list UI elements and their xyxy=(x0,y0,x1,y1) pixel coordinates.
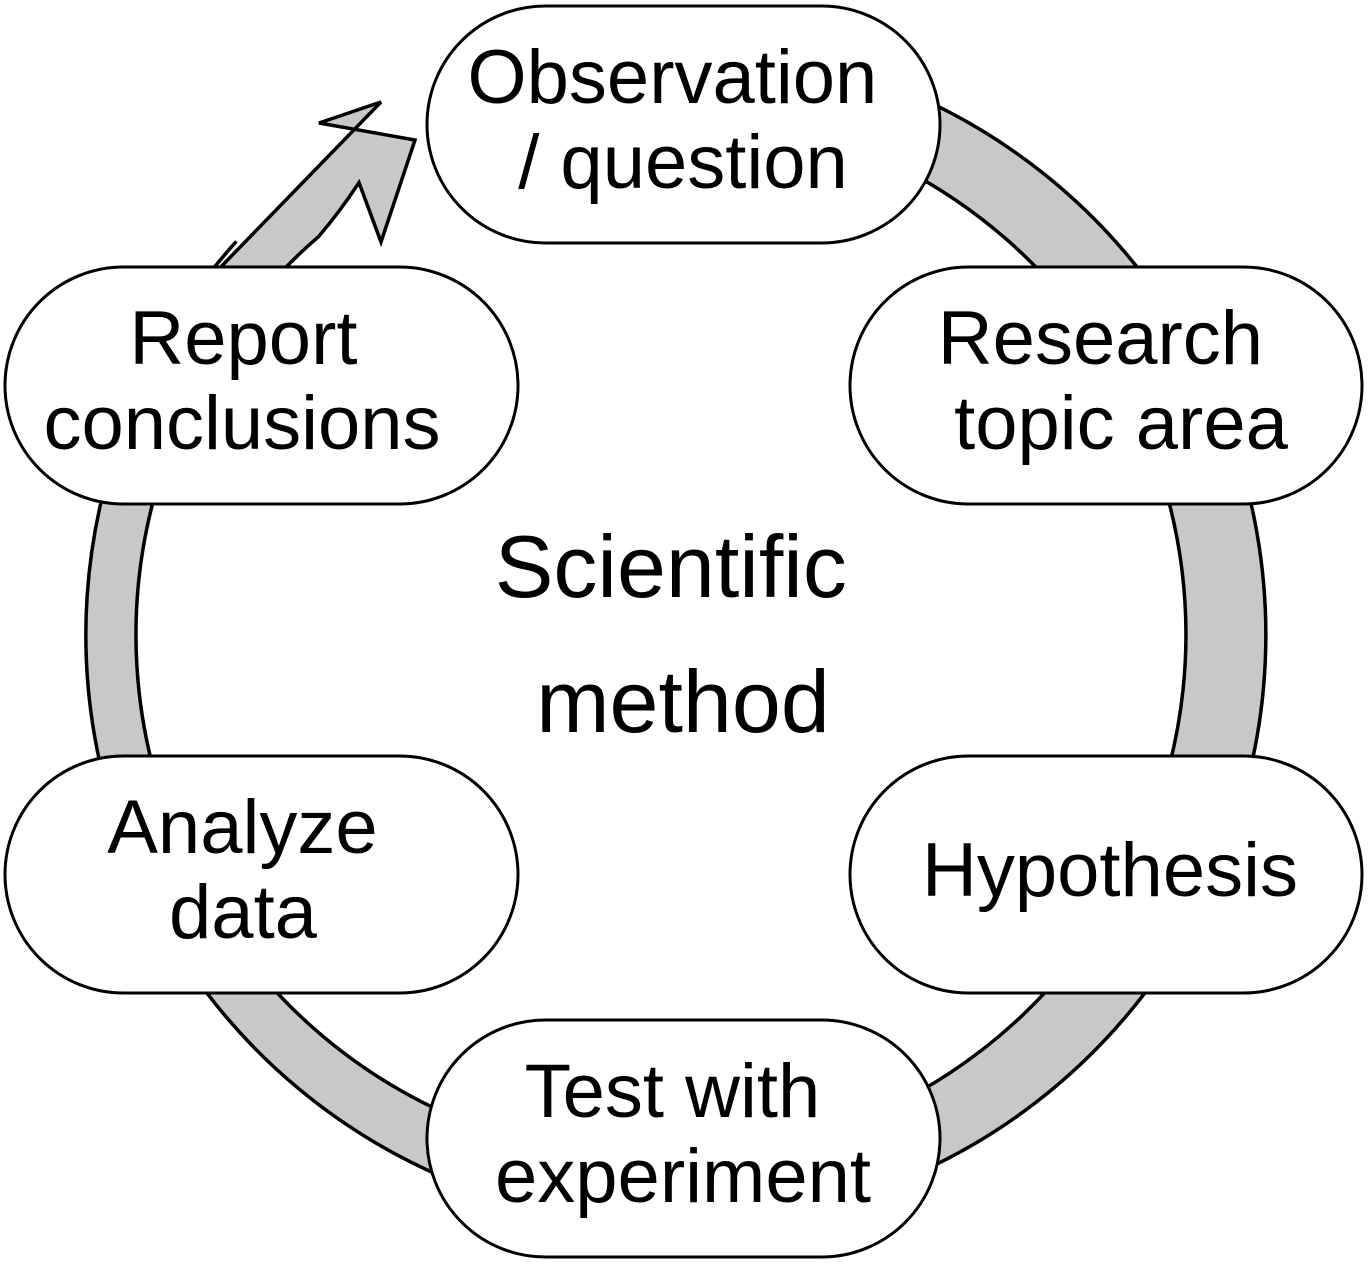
svg-text:Observation / question: Observation / question xyxy=(468,35,899,205)
center-title-line-1: Scientific xyxy=(495,517,847,616)
node-research: Research topic area xyxy=(848,265,1364,506)
svg-text:Hypothesis: Hypothesis xyxy=(922,828,1298,913)
node-observation-line-2: / question xyxy=(518,120,848,205)
node-hypothesis-box xyxy=(848,754,1364,995)
node-experiment-box xyxy=(425,1018,942,1259)
svg-text:Report conclusions: Report conclusions xyxy=(43,296,440,466)
svg-text:Test with experiment: Test with experiment xyxy=(495,1049,871,1219)
node-analyze-line-2: data xyxy=(169,870,318,955)
node-research-box xyxy=(848,265,1364,506)
node-report-line-1: Report xyxy=(129,296,357,381)
center-title: Scientific method xyxy=(495,517,872,751)
node-observation: Observation / question xyxy=(425,4,942,245)
node-observation-line-1: Observation xyxy=(468,35,878,120)
node-analyze-line-1: Analyze xyxy=(107,785,377,870)
node-hypothesis-line-1: Hypothesis xyxy=(922,828,1298,913)
node-report-box xyxy=(3,265,520,506)
node-experiment: Test with experiment xyxy=(425,1018,942,1259)
svg-text:Analyze data: Analyze data xyxy=(107,785,399,955)
svg-text:Scientific method: Scientific method xyxy=(495,517,872,751)
node-report-line-2: conclusions xyxy=(43,381,440,466)
node-research-line-1: Research xyxy=(938,296,1263,381)
node-analyze-box xyxy=(3,754,520,995)
node-experiment-line-1: Test with xyxy=(525,1049,821,1134)
node-hypothesis: Hypothesis xyxy=(848,754,1364,995)
node-analyze: Analyze data xyxy=(3,754,520,995)
node-observation-box xyxy=(425,4,942,245)
node-report: Report conclusions xyxy=(3,265,520,506)
svg-text:Research topic area: Research topic area xyxy=(938,296,1289,466)
center-title-line-2: method xyxy=(536,652,830,751)
node-research-line-2: topic area xyxy=(954,381,1288,466)
node-experiment-line-2: experiment xyxy=(495,1134,871,1219)
